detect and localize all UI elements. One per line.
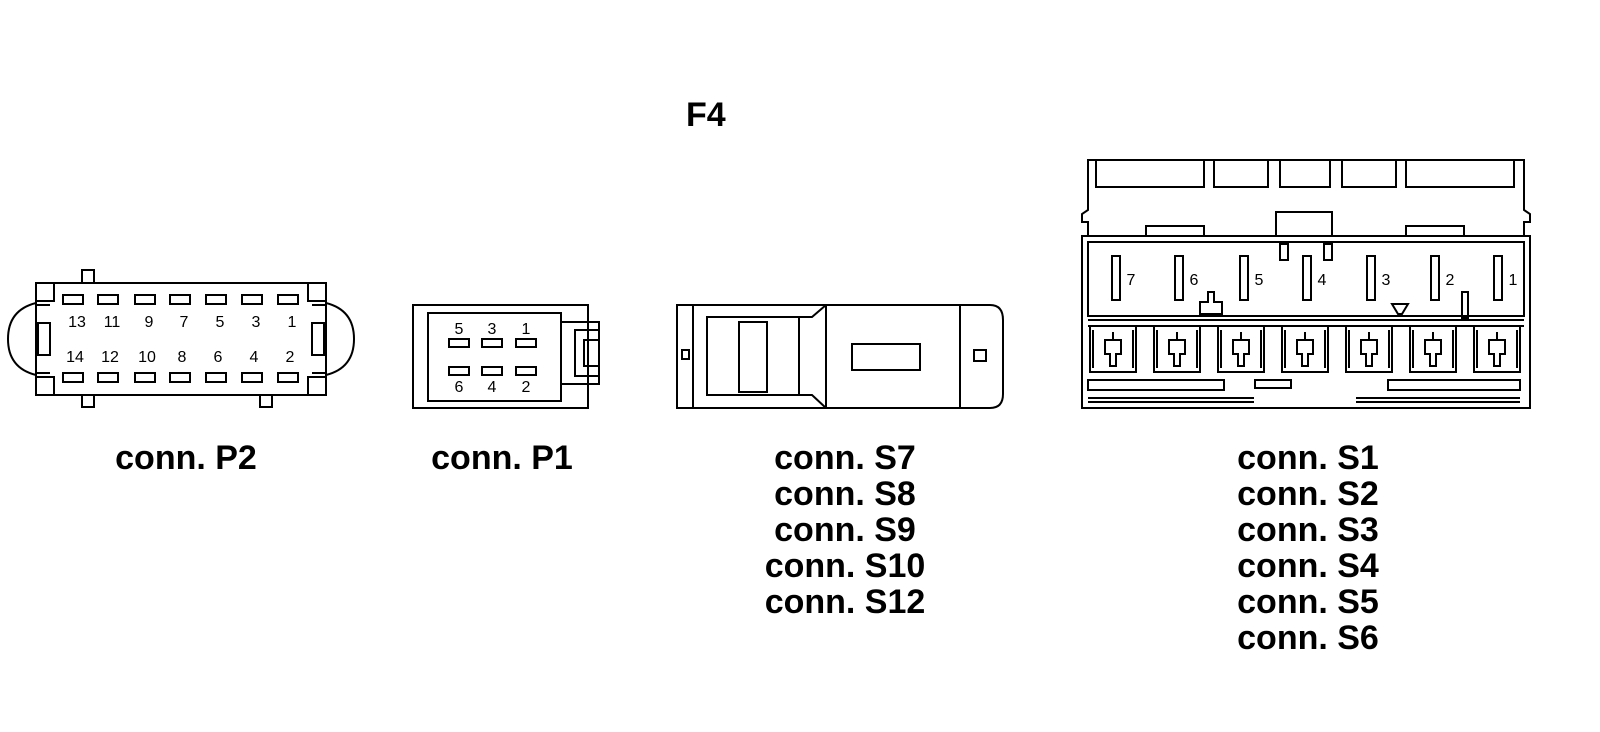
- p2-pin-number: 5: [216, 314, 225, 331]
- p1-pin-number: 5: [455, 321, 464, 338]
- p2-pin-slot: [277, 294, 299, 305]
- p2-pin-slot: [205, 372, 227, 383]
- p2-pin-number: 3: [252, 314, 261, 331]
- connector-s1-label-group: conn. S1 conn. S2 conn. S3 conn. S4 conn…: [1208, 440, 1408, 656]
- connector-s3-name: conn. S3: [1237, 511, 1379, 549]
- diagram-title: F4: [686, 96, 726, 134]
- p1-pin-slot: [448, 338, 470, 348]
- s1-pin-blade: [1493, 255, 1503, 301]
- s1-pin-number: 2: [1446, 272, 1455, 289]
- s1-pin-blade: [1111, 255, 1121, 301]
- s1-terminal-cell: [1409, 325, 1457, 373]
- p2-pin-slot: [62, 372, 84, 383]
- p1-pin-slot: [481, 338, 503, 348]
- connector-s10-name: conn. S10: [764, 547, 926, 585]
- s1-pin-number: 6: [1190, 272, 1199, 289]
- connector-p1-drawing: 5 6 3 4 1 2: [412, 304, 600, 409]
- p1-pin-slot: [515, 338, 537, 348]
- p1-pin-number: 1: [522, 321, 531, 338]
- s1-terminal-cell: [1281, 325, 1329, 373]
- p2-pin-slot: [97, 372, 119, 383]
- p1-pin-number: 4: [488, 379, 497, 396]
- p2-pin-number: 10: [138, 349, 156, 366]
- p2-pin-slot: [169, 372, 191, 383]
- s1-terminal-cell: [1089, 325, 1137, 373]
- p2-pin-number: 11: [104, 314, 121, 331]
- p2-pin-slot: [62, 294, 84, 305]
- connector-s5-name: conn. S5: [1237, 583, 1379, 621]
- connector-p2-name: conn. P2: [115, 439, 257, 477]
- s1-pin-blade: [1366, 255, 1376, 301]
- s1-terminal-cell: [1217, 325, 1265, 373]
- s1-terminal-cell: [1345, 325, 1393, 373]
- p1-pin-slot: [515, 366, 537, 376]
- p1-pin-slot: [448, 366, 470, 376]
- p2-pin-number: 14: [66, 349, 84, 366]
- connector-s7-drawing: [676, 304, 1004, 409]
- p2-pin-number: 7: [180, 314, 189, 331]
- s1-terminal-cell: [1473, 325, 1521, 373]
- connector-p2-label: conn. P2: [86, 440, 286, 476]
- p1-pin-number: 6: [455, 379, 464, 396]
- connector-s8-name: conn. S8: [774, 475, 916, 513]
- p2-pin-slot: [277, 372, 299, 383]
- s1-pin-blade: [1174, 255, 1184, 301]
- p2-pin-number: 8: [178, 349, 187, 366]
- p2-pin-slot: [134, 372, 156, 383]
- p2-pin-number: 4: [250, 349, 259, 366]
- connector-s1-drawing: 7 6 5 4 3 2 1: [1081, 159, 1531, 409]
- connector-s7-name: conn. S7: [774, 439, 916, 477]
- connector-s9-name: conn. S9: [774, 511, 916, 549]
- connector-s12-name: conn. S12: [764, 583, 926, 621]
- s1-pin-blade: [1302, 255, 1312, 301]
- connector-s4-name: conn. S4: [1237, 547, 1379, 585]
- s1-pin-number: 3: [1382, 272, 1391, 289]
- p2-pin-number: 13: [68, 314, 86, 331]
- p2-pin-slot: [241, 372, 263, 383]
- s1-pin-number: 1: [1509, 272, 1518, 289]
- connector-s2-name: conn. S2: [1237, 475, 1379, 513]
- p1-pin-number: 2: [522, 379, 531, 396]
- p2-pin-slot: [97, 294, 119, 305]
- p2-pin-number: 2: [286, 349, 295, 366]
- connector-s1-name: conn. S1: [1237, 439, 1379, 477]
- p2-pin-slot: [205, 294, 227, 305]
- p2-pin-number: 12: [101, 349, 119, 366]
- connector-s6-name: conn. S6: [1237, 619, 1379, 657]
- p2-pin-number: 1: [288, 314, 297, 331]
- s1-pin-number: 5: [1255, 272, 1264, 289]
- connector-s7-label-group: conn. S7 conn. S8 conn. S9 conn. S10 con…: [735, 440, 955, 620]
- s1-pin-blade: [1239, 255, 1249, 301]
- p2-pin-slot: [241, 294, 263, 305]
- connector-p1-name: conn. P1: [431, 439, 573, 477]
- connector-p1-label: conn. P1: [402, 440, 602, 476]
- s1-pin-number: 4: [1318, 272, 1327, 289]
- s1-pin-number: 7: [1127, 272, 1136, 289]
- p2-pin-slot: [169, 294, 191, 305]
- p2-pin-number: 9: [145, 314, 154, 331]
- s1-pin-blade: [1430, 255, 1440, 301]
- p2-pin-number: 6: [214, 349, 223, 366]
- s1-terminal-cell: [1153, 325, 1201, 373]
- p1-pin-slot: [481, 366, 503, 376]
- p2-pin-slot: [134, 294, 156, 305]
- p1-pin-number: 3: [488, 321, 497, 338]
